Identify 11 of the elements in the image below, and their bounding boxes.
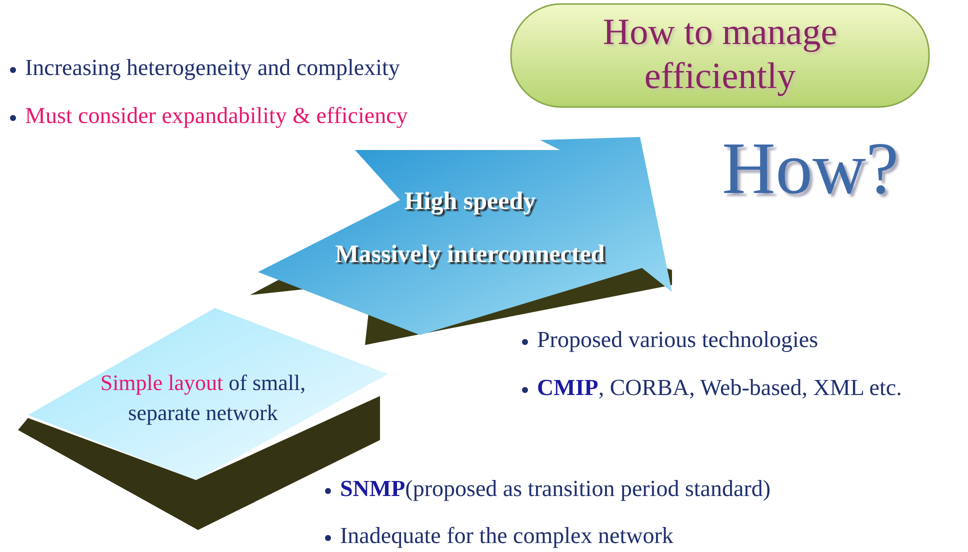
arrow-text: High speedy	[403, 187, 537, 217]
arrow-text: Massively interconnected	[334, 240, 606, 270]
title-text: How to manage efficiently	[602, 11, 838, 99]
bullet-text: Inadequate for the complex network	[340, 523, 674, 549]
plate-text: Simple layout of small, separate network	[99, 369, 307, 427]
heading-text: How?	[722, 132, 899, 206]
bullet-text: Proposed various technologies	[537, 327, 818, 353]
bullet-text: SNMP(proposed as transition period standard)	[340, 476, 771, 502]
bullet-text: CMIP, CORBA, Web-based, XML etc.	[537, 375, 902, 401]
bullet-text: Increasing heterogeneity and complexity	[25, 55, 400, 81]
bullet-text: Must consider expandability & efficiency	[25, 103, 408, 129]
